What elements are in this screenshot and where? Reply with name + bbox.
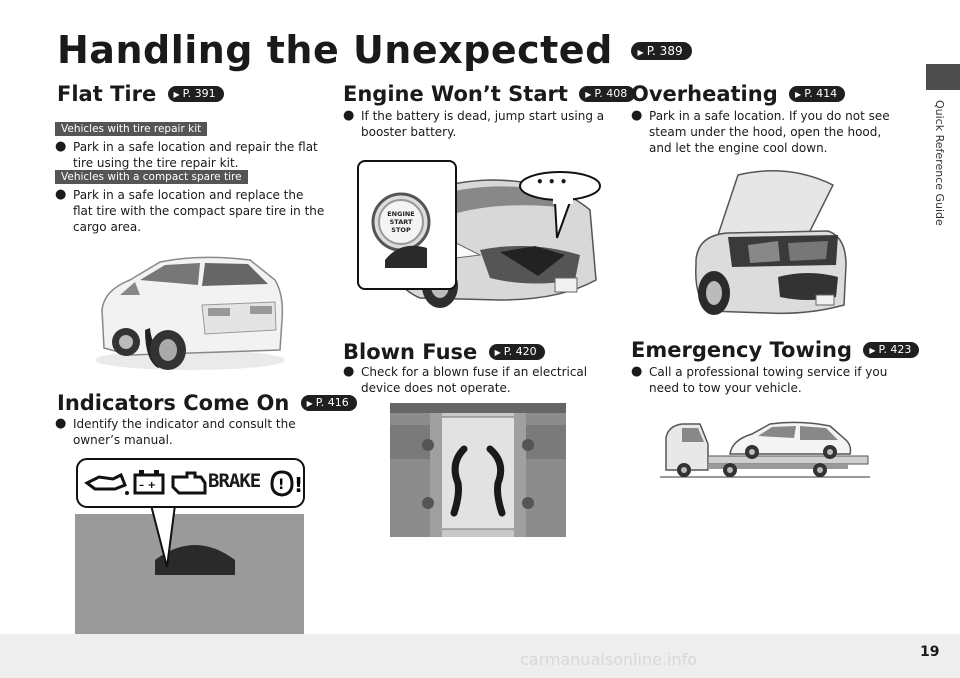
blown-fuse-bullet-line-2: device does not operate. (361, 381, 511, 395)
page-ref-text: P. 389 (646, 44, 683, 58)
sidebar-tab-marker (926, 64, 960, 90)
bullet-icon: ● (55, 416, 67, 431)
arrow-icon: ▶ (637, 48, 644, 57)
flat-tire-bullet-2-line-2: flat tire with the compact spare tire in… (73, 204, 325, 218)
flat-tire-bullet-2-line-3: cargo area. (73, 220, 142, 234)
engine-heading-text: Engine Won’t Start (343, 82, 568, 106)
svg-text:!: ! (278, 477, 284, 493)
blown-fuse-ref-link[interactable]: ▶P. 420 (488, 344, 545, 360)
engine-bullet-line-1: If the battery is dead, jump start using… (361, 109, 605, 123)
arrow-icon: ▶ (306, 399, 313, 408)
indicators-bullet-line-1: Identify the indicator and consult the (73, 417, 296, 431)
towing-bullet-line-1: Call a professional towing service if yo… (649, 365, 888, 379)
engine-ref-text: P. 408 (594, 87, 628, 100)
speech-bubble (519, 171, 601, 239)
footer-watermark: carmanualsonline.info (520, 650, 698, 669)
engine-bullet-line-2: booster battery. (361, 125, 457, 139)
overheating-heading-text: Overheating (631, 82, 778, 106)
arrow-icon: ▶ (869, 346, 876, 355)
towing-ref-text: P. 423 (878, 343, 912, 356)
flat-tire-bullet-2: ● Park in a safe location and replace th… (55, 187, 335, 237)
towing-bullet: ● Call a professional towing service if … (631, 364, 911, 398)
overheating-ref-text: P. 414 (804, 87, 838, 100)
arrow-icon: ▶ (173, 90, 180, 99)
tpms-warning-icon: ! ! (270, 470, 303, 497)
blown-fuse-ref-text: P. 420 (503, 345, 537, 358)
flat-tire-bullet-1-line-2: tire using the tire repair kit. (73, 156, 239, 170)
overheating-heading: Overheating ▶P. 414 (631, 82, 846, 106)
flat-tire-heading-text: Flat Tire (57, 82, 157, 106)
bullet-icon: ● (631, 364, 643, 379)
flat-tire-car-illustration (95, 256, 285, 370)
bullet-icon: ● (55, 139, 67, 154)
brake-indicator-label: BRAKE (208, 470, 261, 492)
flat-tire-bullet-1-line-1: Park in a safe location and repair the f… (73, 140, 318, 154)
flat-tire-heading: Flat Tire ▶P. 391 (57, 82, 224, 106)
towing-bullet-line-2: need to tow your vehicle. (649, 381, 802, 395)
engine-heading: Engine Won’t Start ▶P. 408 (343, 82, 636, 106)
flat-tire-ref-text: P. 391 (182, 87, 216, 100)
engine-bullet: ● If the battery is dead, jump start usi… (343, 108, 623, 142)
svg-text:– +: – + (139, 480, 156, 491)
towing-heading-text: Emergency Towing (631, 338, 853, 362)
side-label: Quick Reference Guide (933, 100, 946, 226)
bullet-icon: ● (55, 187, 67, 202)
overheating-bullet-line-2: steam under the hood, open the hood, (649, 125, 882, 139)
sidebar (922, 0, 960, 678)
blown-fuse-bullet-line-1: Check for a blown fuse if an electrical (361, 365, 588, 379)
page-number: 19 (920, 644, 940, 660)
tow-truck-illustration (660, 421, 870, 478)
blown-fuse-heading: Blown Fuse ▶P. 420 (343, 340, 545, 364)
page-title: Handling the Unexpected ▶P. 389 (57, 28, 692, 72)
compact-spare-tag: Vehicles with a compact spare tire (55, 170, 248, 184)
indicators-illustration: – + (76, 458, 305, 575)
towing-ref-link[interactable]: ▶P. 423 (863, 342, 920, 358)
towing-heading: Emergency Towing ▶P. 423 (631, 338, 920, 362)
arrow-icon: ▶ (795, 90, 802, 99)
indicators-bullet-line-2: owner’s manual. (73, 433, 173, 447)
engine-button-line-1: ENGINE (387, 210, 415, 218)
blown-fuse-heading-text: Blown Fuse (343, 340, 478, 364)
flat-tire-ref-link[interactable]: ▶P. 391 (167, 86, 224, 102)
engine-button-line-3: STOP (391, 226, 411, 234)
blown-fuse-illustration (390, 403, 566, 537)
indicators-bullet: ● Identify the indicator and consult the… (55, 416, 335, 450)
bullet-icon: ● (343, 108, 355, 123)
page-title-text: Handling the Unexpected (57, 28, 613, 72)
overheating-car-illustration (695, 170, 847, 315)
indicators-heading-text: Indicators Come On (57, 391, 290, 415)
bullet-icon: ● (631, 108, 643, 123)
footer-band (0, 634, 960, 678)
svg-text:!: ! (294, 473, 303, 497)
indicators-ref-text: P. 416 (315, 396, 349, 409)
overheating-bullet-line-1: Park in a safe location. If you do not s… (649, 109, 890, 123)
engine-start-button-illustration (371, 192, 431, 268)
arrow-icon: ▶ (494, 348, 501, 357)
blown-fuse-bullet: ● Check for a blown fuse if an electrica… (343, 364, 623, 398)
engine-button-label: ENGINE START STOP (385, 210, 417, 234)
flat-tire-bullet-1: ● Park in a safe location and repair the… (55, 139, 335, 173)
overheating-bullet-line-3: and let the engine cool down. (649, 141, 828, 155)
bullet-icon: ● (343, 364, 355, 379)
arrow-icon: ▶ (585, 90, 592, 99)
page-ref-link[interactable]: ▶P. 389 (630, 42, 692, 60)
engine-ref-link[interactable]: ▶P. 408 (579, 86, 636, 102)
overheating-bullet: ● Park in a safe location. If you do not… (631, 108, 911, 158)
engine-button-line-2: START (389, 218, 413, 226)
tire-repair-kit-tag: Vehicles with tire repair kit (55, 122, 208, 136)
indicators-ref-link[interactable]: ▶P. 416 (300, 395, 357, 411)
speech-bubble-text: • • • (536, 175, 568, 189)
indicators-heading: Indicators Come On ▶P. 416 (57, 391, 357, 415)
overheating-ref-link[interactable]: ▶P. 414 (789, 86, 846, 102)
flat-tire-bullet-2-line-1: Park in a safe location and replace the (73, 188, 304, 202)
